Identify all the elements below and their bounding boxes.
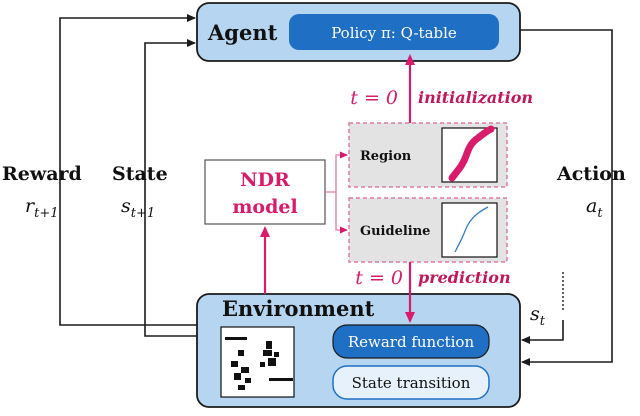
action-symbol: at <box>586 195 603 221</box>
policy-label: Policy π: Q-table <box>331 24 457 42</box>
t0-top-label: t = 0 <box>350 87 398 109</box>
guideline-panel: Guideline <box>348 197 508 263</box>
environment-map-image <box>220 326 295 398</box>
initialization-label: initialization <box>418 88 533 107</box>
ndr-to-guideline-arrow <box>335 192 348 234</box>
guideline-curve <box>454 206 489 253</box>
reward-label: Reward <box>2 163 82 185</box>
action-label: Action <box>556 163 626 185</box>
state-t-arrow <box>521 320 564 344</box>
state-transition-label: State transition <box>352 374 471 392</box>
state-label: State <box>112 163 168 185</box>
ndr-label-line1: NDR <box>240 169 290 191</box>
region-curve <box>448 125 495 182</box>
action-flow-arrow <box>520 29 613 366</box>
guideline-label: Guideline <box>360 224 430 239</box>
reward-flow-arrow <box>59 14 197 326</box>
state-symbol: st+1 <box>121 195 155 221</box>
agent-box: Agent Policy π: Q-table <box>196 2 521 62</box>
policy-pill <box>289 14 499 50</box>
environment-title: Environment <box>222 296 375 321</box>
guideline-plot <box>441 202 498 258</box>
agent-title: Agent <box>207 20 278 45</box>
state-transition-pill <box>332 365 490 400</box>
region-panel: Region <box>348 122 508 188</box>
t0-bottom-label: t = 0 <box>355 267 403 289</box>
reward-function-label: Reward function <box>348 333 475 351</box>
prediction-label: prediction <box>418 268 511 287</box>
ndr-model-box: NDR model <box>204 159 326 225</box>
reward-symbol: rt+1 <box>25 195 58 221</box>
region-label: Region <box>360 149 412 164</box>
region-plot <box>441 127 498 183</box>
state-flow-arrow <box>144 39 197 337</box>
environment-box: Environment Reward function State transi… <box>196 293 521 408</box>
reward-function-pill <box>332 324 490 359</box>
ndr-label-line2: model <box>232 196 297 218</box>
state-t-symbol: st <box>530 303 546 329</box>
ndr-to-region-arrow <box>325 151 348 193</box>
